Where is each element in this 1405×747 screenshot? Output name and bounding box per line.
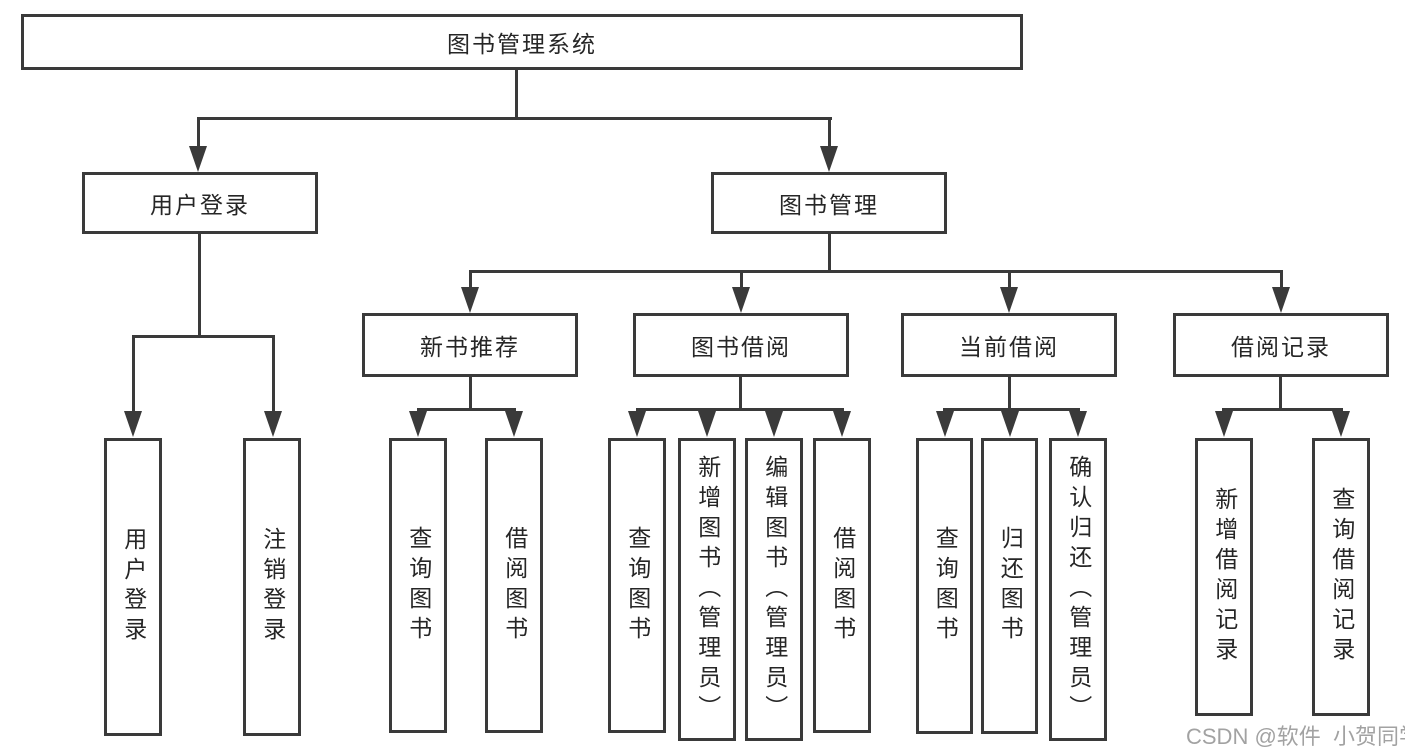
arrow-down-icon: [124, 411, 142, 437]
leaf-edit-books-admin-label: 编辑图书（管理员）: [761, 454, 788, 725]
connector-line: [272, 335, 275, 412]
connector-line: [132, 335, 275, 338]
leaf-confirm-return-admin-label: 确认归还（管理员）: [1065, 454, 1092, 725]
connector-line: [739, 377, 742, 411]
leaf-borrow-books-borrowing-label: 借阅图书: [829, 525, 856, 646]
connector-line: [469, 270, 472, 290]
arrow-down-icon: [833, 411, 851, 437]
node-library-management-system: 图书管理系统: [21, 14, 1023, 70]
connector-line: [636, 408, 844, 411]
leaf-query-borrow-record: 查询借阅记录: [1312, 438, 1370, 716]
leaf-logout-label: 注销登录: [259, 527, 286, 647]
node-book-borrowing: 图书借阅: [633, 313, 849, 377]
arrow-down-icon: [461, 287, 479, 313]
leaf-borrow-books-newbook-label: 借阅图书: [501, 525, 528, 646]
arrow-down-icon: [409, 411, 427, 437]
leaf-query-books-newbook-label: 查询图书: [405, 525, 432, 646]
leaf-query-books-borrowing-label: 查询图书: [624, 525, 651, 646]
leaf-add-borrow-record-label: 新增借阅记录: [1211, 487, 1238, 667]
arrow-down-icon: [1069, 411, 1087, 437]
connector-line: [198, 234, 201, 338]
watermark: CSDN @软件_小贺同学: [1186, 724, 1405, 747]
node-current-borrowing: 当前借阅: [901, 313, 1117, 377]
connector-line: [515, 69, 518, 119]
connector-line: [1279, 377, 1282, 411]
leaf-return-books: 归还图书: [981, 438, 1038, 734]
arrow-down-icon: [628, 411, 646, 437]
leaf-return-books-label: 归还图书: [997, 526, 1024, 646]
node-user-login: 用户登录: [82, 172, 318, 234]
connector-line: [469, 270, 1282, 273]
connector-line: [469, 377, 472, 411]
connector-line: [740, 270, 743, 290]
arrow-down-icon: [264, 411, 282, 437]
node-borrowing-records: 借阅记录: [1173, 313, 1389, 377]
connector-line: [197, 117, 200, 151]
connector-line: [132, 335, 135, 412]
connector-line: [1008, 377, 1011, 411]
leaf-edit-books-admin: 编辑图书（管理员）: [745, 438, 803, 741]
leaf-query-books-newbook: 查询图书: [389, 438, 447, 733]
arrow-down-icon: [765, 411, 783, 437]
leaf-borrow-books-newbook: 借阅图书: [485, 438, 543, 733]
leaf-add-books-admin-label: 新增图书（管理员）: [694, 454, 721, 725]
node-book-management: 图书管理: [711, 172, 947, 234]
leaf-add-books-admin: 新增图书（管理员）: [678, 438, 736, 741]
connector-line: [1280, 270, 1283, 290]
arrow-down-icon: [820, 146, 838, 172]
connector-line: [1222, 408, 1343, 411]
leaf-borrow-books-borrowing: 借阅图书: [813, 438, 871, 733]
arrow-down-icon: [1332, 411, 1350, 437]
arrow-down-icon: [505, 411, 523, 437]
leaf-user-login: 用户登录: [104, 438, 162, 736]
arrow-down-icon: [1000, 287, 1018, 313]
leaf-query-books-current-label: 查询图书: [932, 526, 959, 646]
connector-line: [197, 117, 832, 120]
leaf-query-books-borrowing: 查询图书: [608, 438, 666, 733]
arrow-down-icon: [1001, 411, 1019, 437]
arrow-down-icon: [1272, 287, 1290, 313]
arrow-down-icon: [1215, 411, 1233, 437]
connector-line: [943, 408, 1080, 411]
connector-line: [828, 234, 831, 273]
leaf-user-login-label: 用户登录: [120, 527, 147, 647]
connector-line: [828, 117, 831, 151]
leaf-query-books-current: 查询图书: [916, 438, 973, 734]
leaf-query-borrow-record-label: 查询借阅记录: [1328, 487, 1355, 667]
connector-line: [1008, 270, 1011, 290]
node-new-book-recommend: 新书推荐: [362, 313, 578, 377]
arrow-down-icon: [189, 146, 207, 172]
leaf-add-borrow-record: 新增借阅记录: [1195, 438, 1253, 716]
arrow-down-icon: [732, 287, 750, 313]
arrow-down-icon: [698, 411, 716, 437]
arrow-down-icon: [936, 411, 954, 437]
leaf-confirm-return-admin: 确认归还（管理员）: [1049, 438, 1107, 741]
leaf-logout: 注销登录: [243, 438, 301, 736]
connector-line: [417, 408, 516, 411]
